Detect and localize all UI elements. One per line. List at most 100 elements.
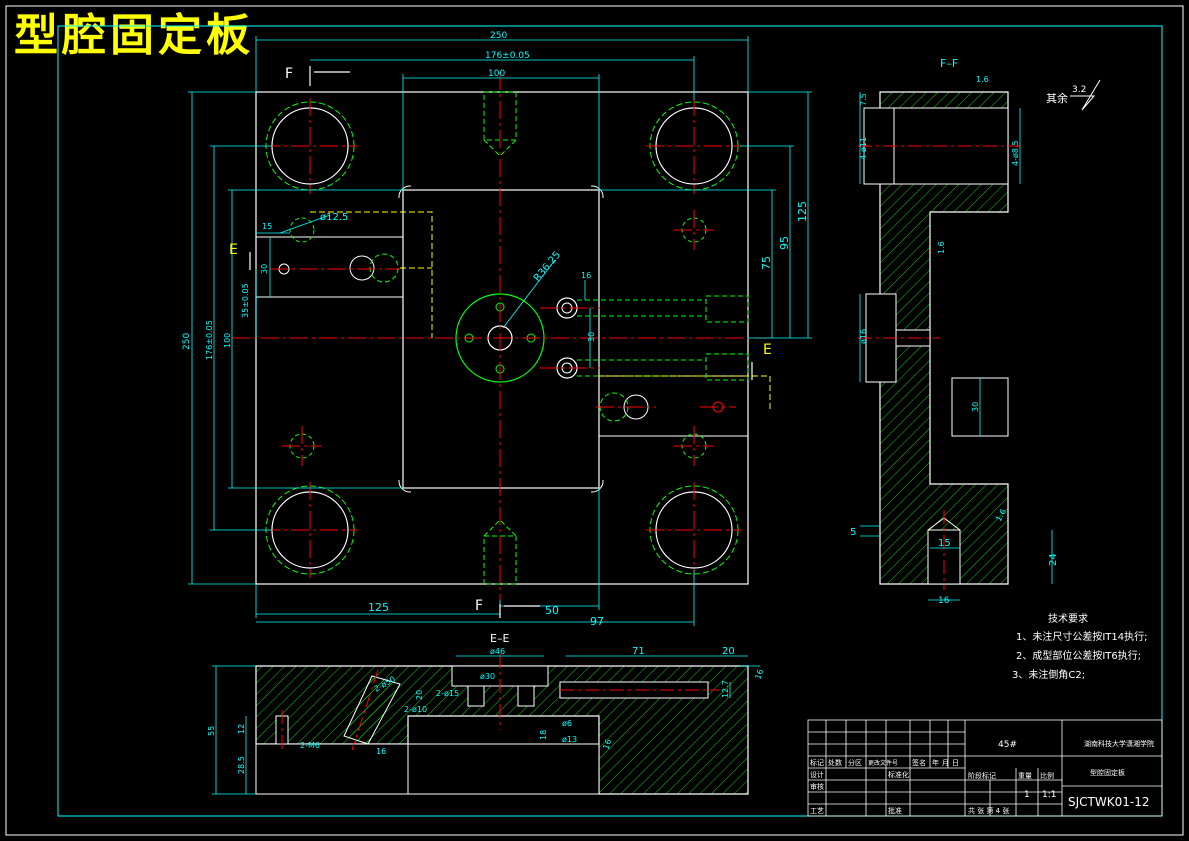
- tb-stage-2: 重量: [1018, 772, 1032, 780]
- ee-dim-16c: 16: [753, 668, 765, 681]
- ee-dim-16: 16: [376, 747, 386, 756]
- dim-16: 16: [581, 271, 591, 280]
- note-item-2: 2、成型部位公差按IT6执行;: [1016, 649, 1141, 662]
- tb-part-name: 型腔固定板: [1090, 768, 1125, 777]
- ff-dim-7-5: 7.5: [859, 93, 868, 106]
- roughness-16b: 1.6: [937, 241, 946, 254]
- ee-dim-55: 55: [207, 726, 216, 736]
- tb-header-1: 标记: [810, 758, 824, 767]
- ff-dim-24: 24: [1048, 553, 1059, 566]
- roughness-16a: 1.6: [976, 75, 989, 84]
- roughness-symbol: [1070, 79, 1101, 111]
- section-ee-view: E–E ø46 ø30 71: [207, 632, 765, 795]
- ff-dim-15: 15: [938, 538, 951, 549]
- dim-bottom-50: 50: [545, 604, 559, 617]
- ee-dim-2d15: 2-ø15: [436, 689, 459, 698]
- tb-stage-3: 比例: [1040, 771, 1054, 780]
- dim-right-95: 95: [778, 236, 791, 250]
- dim-bottom-97: 97: [590, 615, 604, 628]
- ff-dim-30: 30: [971, 402, 980, 412]
- center-lines: [232, 72, 772, 604]
- dimension-lines: [188, 36, 812, 626]
- cut-label-e-left: E: [229, 242, 238, 258]
- dim-bottom-125: 125: [368, 601, 389, 614]
- tb-material: 45#: [998, 740, 1017, 750]
- tb-header-6: 年: [932, 758, 939, 767]
- dim-right-125: 125: [796, 201, 809, 222]
- title-block: 标记 处数 分区 更改文件号 签名 年 月 日 设计 审核 工艺 标准化 批准 …: [807, 719, 1163, 817]
- cavity-outline: [402, 189, 600, 489]
- main-plan-view: F F E E 250 176±0.05 100 125 50 97 ø12.5…: [182, 31, 812, 628]
- dim-top-176: 176±0.05: [485, 51, 530, 61]
- tb-header-8: 日: [952, 759, 959, 767]
- tb-role-design: 设计: [810, 770, 824, 779]
- tb-header-5: 签名: [912, 758, 926, 767]
- side-slot: [598, 375, 749, 437]
- ff-dim-16: 16: [938, 596, 950, 606]
- section-ee-label: E–E: [490, 632, 509, 645]
- tb-header-2: 处数: [828, 758, 842, 767]
- tb-drawing-no: SJCTWK01-12: [1068, 795, 1149, 809]
- roughness-value: 3.2: [1072, 85, 1086, 95]
- dim-top-100: 100: [488, 69, 505, 79]
- tb-role-review: 审核: [810, 782, 824, 791]
- dim-left-250: 250: [182, 333, 192, 350]
- ee-dim-16b: 16: [601, 738, 613, 751]
- dim-15: 15: [262, 222, 272, 231]
- tb-stage-1: 阶段标记: [968, 771, 996, 780]
- ee-dim-12-7: 12.7: [721, 680, 730, 698]
- hidden-yellow: [310, 211, 771, 410]
- notes-heading: 技术要求: [1048, 612, 1088, 625]
- ff-dim-4d11: 4-ø11: [859, 137, 868, 160]
- section-ff-view: F–F 7.5 4-ø11 4-ø8.5 ø16: [850, 57, 1101, 606]
- dim-left-30: 30: [260, 264, 269, 274]
- ee-dim-d30: ø30: [480, 672, 495, 681]
- ff-dim-4d8: 4-ø8.5: [1011, 140, 1020, 166]
- tb-header-7: 月: [942, 759, 949, 767]
- ee-dim-18: 18: [539, 730, 548, 740]
- ee-dim-71: 71: [632, 646, 645, 657]
- ee-dim-2d10: 2-ø10: [404, 705, 427, 714]
- sheet-border: [5, 5, 1184, 836]
- ee-dim-d13: ø13: [562, 735, 577, 744]
- dim-right-75: 75: [760, 256, 773, 270]
- roughness-note: 其余: [1046, 91, 1068, 105]
- left-slot: [255, 236, 404, 298]
- ff-dim-d16: ø16: [859, 329, 868, 344]
- dim-small-30: 30: [587, 332, 596, 342]
- technical-notes: 技术要求 1、未注尺寸公差按IT14执行; 2、成型部位公差按IT6执行; 3、…: [1012, 612, 1148, 681]
- tb-header-3: 分区: [848, 758, 862, 767]
- tb-approve: 批准: [888, 806, 902, 815]
- dim-r36: R36.25: [532, 250, 563, 284]
- tb-sheet: 共 张 第 4 张: [968, 806, 1009, 815]
- ee-dim-d6: ø6: [562, 719, 572, 728]
- ee-dim-28-5: 28.5: [237, 756, 246, 774]
- dim-left-35: 35±0.05: [241, 283, 250, 318]
- tb-std: 标准化: [888, 770, 909, 779]
- dim-left-176: 176±0.05: [205, 320, 214, 360]
- cut-label-f-bottom: F: [475, 598, 483, 614]
- dim-left-100: 100: [223, 333, 232, 348]
- ee-dim-20b: 20: [415, 690, 424, 700]
- tb-school: 湖南科技大学潇湘学院: [1084, 739, 1154, 748]
- section-ff-label: F–F: [940, 57, 958, 70]
- tb-scale: 1:1: [1042, 790, 1056, 800]
- ee-dim-2m6: 2-M6: [300, 741, 320, 750]
- ff-dim-5: 5: [850, 527, 856, 538]
- note-item-3: 3、未注倒角C2;: [1012, 668, 1085, 681]
- cut-label-f-top: F: [285, 66, 293, 82]
- tb-header-4: 更改文件号: [868, 759, 898, 767]
- dim-d12-5: ø12.5: [320, 212, 348, 223]
- section-arrows: [249, 66, 753, 618]
- drawing-title: 型腔固定板: [14, 10, 254, 61]
- tb-role-process: 工艺: [810, 807, 824, 815]
- ee-dim-20: 20: [722, 646, 735, 657]
- tb-quantity: 1: [1024, 790, 1030, 800]
- note-item-1: 1、未注尺寸公差按IT14执行;: [1016, 630, 1148, 643]
- ee-dim-12: 12: [237, 724, 246, 734]
- dim-top-250: 250: [490, 31, 507, 41]
- cut-label-e-right: E: [763, 342, 772, 358]
- ee-dim-d46: ø46: [490, 647, 505, 656]
- corner-reliefs: [398, 185, 604, 493]
